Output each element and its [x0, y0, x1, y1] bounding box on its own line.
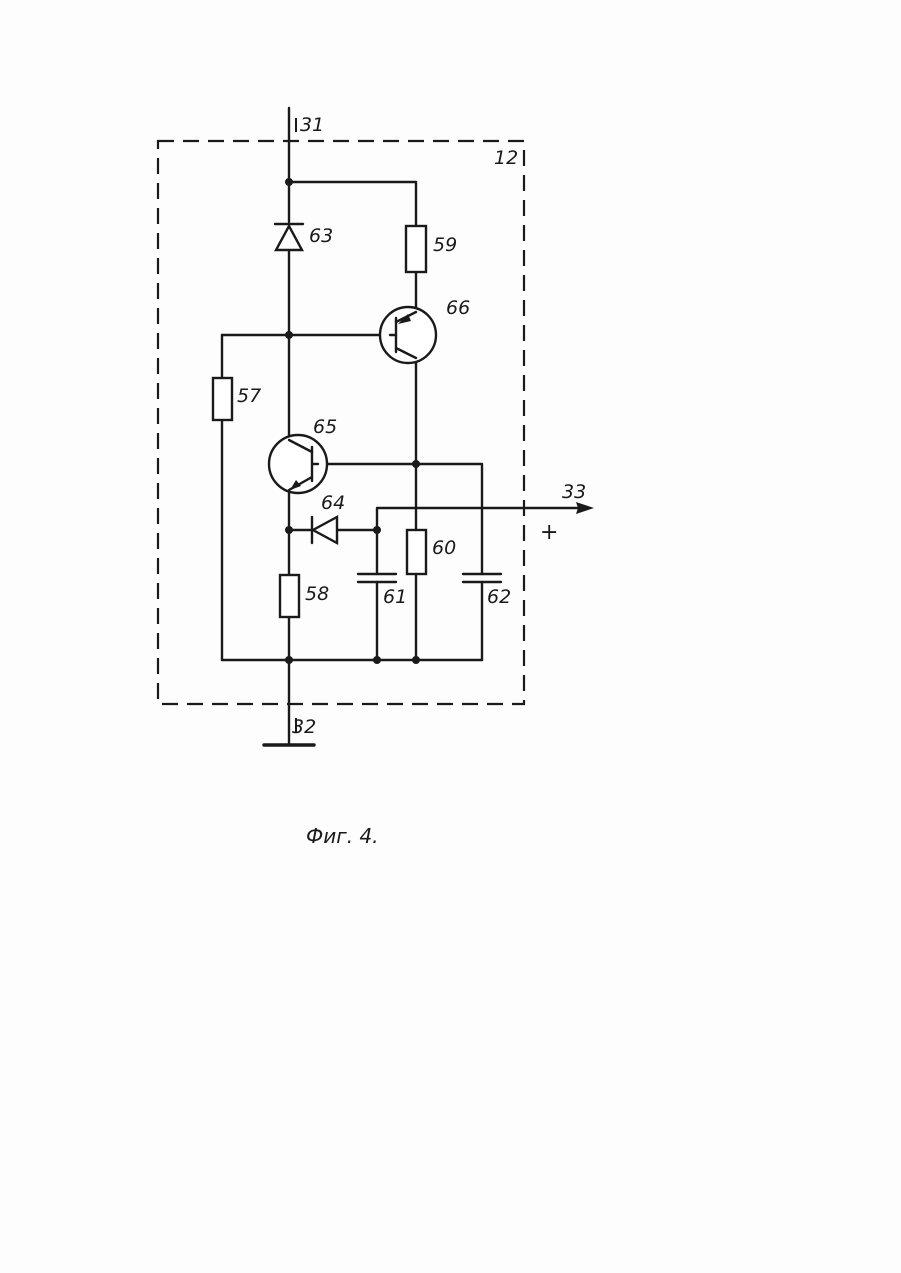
label-terminal-33: 33	[562, 481, 586, 503]
resistor-57	[213, 378, 232, 420]
label-resistor-60: 60	[432, 537, 456, 559]
label-capacitor-61: 61	[383, 586, 407, 608]
transistor-65	[269, 435, 327, 493]
figure-caption: Фиг. 4.	[306, 824, 379, 848]
capacitor-62	[463, 574, 501, 582]
capacitor-61	[358, 574, 396, 582]
block-12-boundary	[158, 141, 524, 704]
junction-dot	[285, 331, 293, 339]
resistor-59	[406, 226, 426, 272]
label-resistor-59: 59	[433, 234, 457, 256]
label-resistor-57: 57	[237, 385, 261, 407]
junction-dot	[285, 656, 293, 664]
label-terminal-32: 32	[292, 716, 316, 738]
diode-64	[312, 517, 337, 543]
transistor-66	[380, 307, 436, 363]
label-terminal-31: 31	[300, 114, 324, 136]
junction-dot	[285, 526, 293, 534]
wire-base-t65	[318, 464, 482, 574]
label-transistor-66: 66	[446, 297, 470, 319]
junction-dot	[373, 656, 381, 664]
label-transistor-65: 65	[313, 416, 337, 438]
label-block-12: 12	[494, 147, 518, 169]
wire-top-right	[289, 182, 416, 226]
diode-63	[275, 224, 303, 250]
resistor-60	[407, 530, 426, 574]
junction-dot	[373, 526, 381, 534]
resistor-58	[280, 575, 299, 617]
label-resistor-58: 58	[305, 583, 329, 605]
label-diode-64: 64	[321, 492, 345, 514]
label-capacitor-62: 62	[487, 586, 511, 608]
label-diode-63: 63	[309, 225, 333, 247]
label-output-polarity: +	[540, 520, 558, 545]
junction-dot	[412, 656, 420, 664]
output-arrow	[576, 502, 594, 514]
junction-dot	[412, 460, 420, 468]
wire-d64-right	[337, 530, 377, 574]
junction-dot	[285, 178, 293, 186]
